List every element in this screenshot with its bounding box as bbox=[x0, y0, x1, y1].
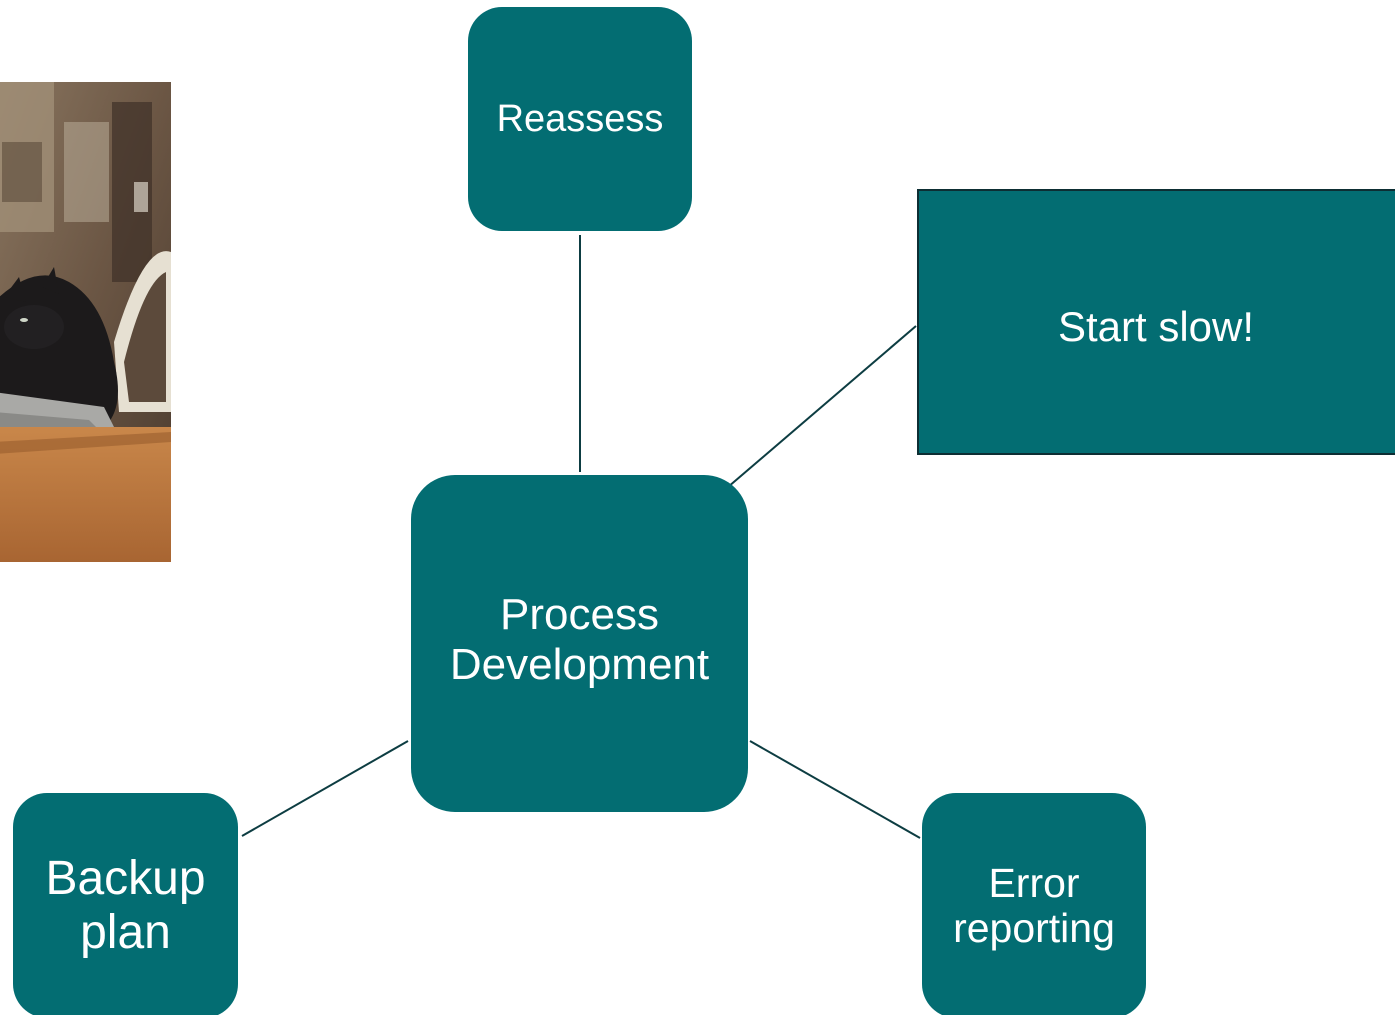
node-start-slow: Start slow! bbox=[917, 189, 1395, 455]
cat-laptop-photo bbox=[0, 82, 171, 562]
node-error-reporting-label: Error reporting bbox=[953, 860, 1115, 951]
connector-backup-plan bbox=[241, 740, 409, 837]
node-backup-plan-label: Backup plan bbox=[45, 851, 206, 959]
connector-start-slow bbox=[727, 325, 917, 488]
node-reassess: Reassess bbox=[468, 7, 692, 231]
connector-error-reporting bbox=[749, 740, 921, 839]
node-process-development: Process Development bbox=[411, 475, 748, 812]
node-reassess-label: Reassess bbox=[496, 97, 664, 140]
node-start-slow-label: Start slow! bbox=[1057, 303, 1255, 350]
node-backup-plan: Backup plan bbox=[13, 793, 238, 1015]
node-process-development-label: Process Development bbox=[449, 590, 710, 689]
node-error-reporting: Error reporting bbox=[922, 793, 1146, 1015]
